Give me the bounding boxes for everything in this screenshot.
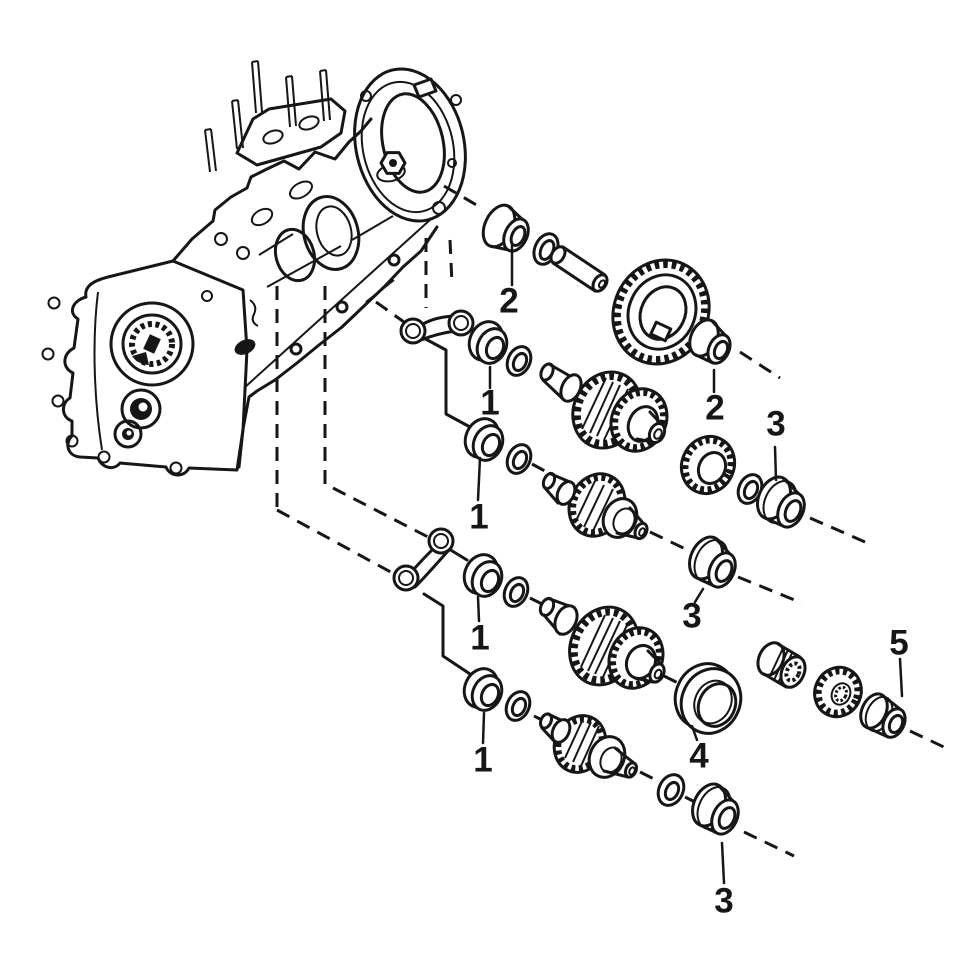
spacer-collar (673, 662, 743, 735)
washer-row-2 (505, 443, 533, 475)
axis5-parts (462, 667, 740, 836)
assembly-guide-lines (275, 184, 947, 858)
part-number-callout: 3 (714, 881, 734, 921)
end-cover (41, 259, 249, 477)
crankcase-half (171, 97, 439, 469)
washer-row-1 (505, 345, 533, 377)
end-bushing-bottom-shaft (691, 782, 740, 836)
part-number-callout: 2 (499, 281, 519, 321)
bearing-bush-row-4 (462, 667, 504, 712)
crankcase-housing (41, 60, 467, 477)
part-number-callout: 1 (473, 740, 493, 780)
gear-shaft-upper-middle (541, 471, 649, 541)
bearing-bush-row-2 (463, 417, 505, 462)
bearing-ring-flange (353, 67, 467, 223)
part-number-callout: 3 (766, 404, 786, 444)
bearing-bush-row-1 (467, 320, 509, 365)
bearing-bush-row-3 (462, 553, 504, 598)
flanged-bushing-upper (481, 203, 530, 253)
dowel-pin (549, 245, 609, 293)
part-number-callout: 5 (889, 623, 909, 663)
shift-link-lower (392, 527, 455, 592)
washer-row-4 (504, 690, 532, 722)
end-bushing-middle-shaft (688, 535, 737, 589)
end-bushing-idler (859, 692, 907, 739)
end-bushing-countershaft (756, 475, 806, 529)
gear-shaft-lower-middle (538, 596, 666, 690)
small-pinion-gear (813, 665, 863, 719)
shift-link-upper (399, 309, 475, 345)
callout-leader-lines (476, 242, 904, 885)
axis2-parts (399, 309, 806, 529)
gear-shaft-bottom (538, 712, 639, 779)
bushing-behind-large-gear (688, 318, 732, 365)
countershaft-gear-cluster (539, 362, 669, 453)
part-number-callout: 3 (682, 596, 702, 636)
part-number-callout: 2 (705, 388, 725, 428)
mounting-studs (204, 60, 331, 173)
washer-bottom-shaft (656, 773, 686, 807)
part-number-callout: 1 (480, 383, 500, 423)
part-number-callout: 1 (470, 618, 490, 658)
splined-bush (756, 641, 807, 689)
axis1-parts (481, 203, 732, 366)
washer-countershaft (736, 473, 764, 505)
axis3-parts (463, 417, 737, 589)
part-number-callout: 4 (689, 736, 709, 776)
loose-gear (679, 435, 737, 495)
axis4-parts (392, 527, 907, 739)
washer-row-3 (502, 576, 530, 608)
part-number-callout: 1 (469, 497, 489, 537)
